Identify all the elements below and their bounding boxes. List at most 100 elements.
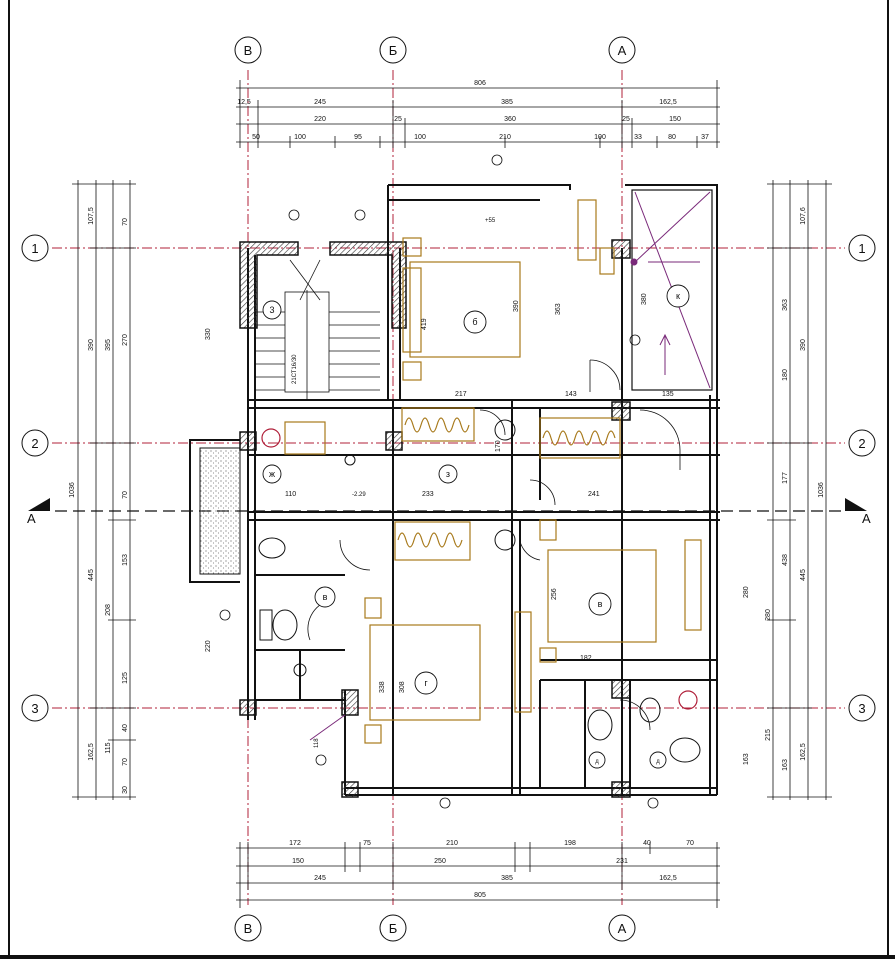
dim-top-r3-4: 210 <box>499 134 511 141</box>
room-b: б <box>472 317 477 327</box>
lbl-170: 170 <box>495 440 502 452</box>
room-circles <box>262 284 690 769</box>
room-zh: ж <box>269 469 275 479</box>
axis-label-a-bottom: А <box>618 921 627 936</box>
dim-left-r2-9: 70 <box>122 758 129 766</box>
lbl-419: 419 <box>421 318 428 330</box>
dim-right-r2-0: 363 <box>782 299 789 311</box>
room-labels: 3 б к ж з в в г д д <box>269 291 680 765</box>
dim-right-r2-5: 215 <box>765 729 772 741</box>
dim-bot-r2-1: 250 <box>434 858 446 865</box>
lbl-163: 163 <box>743 753 750 765</box>
room-d: д <box>595 759 599 765</box>
dim-right-r1-2: 445 <box>800 569 807 581</box>
top-dimension-lines <box>236 80 720 148</box>
dim-top-r3-2: 95 <box>354 134 362 141</box>
dim-left-r1-0: 107,5 <box>88 207 95 225</box>
left-dimension-lines <box>72 180 136 800</box>
axis-bubbles <box>21 36 876 942</box>
dim-right-r1-1: 390 <box>800 339 807 351</box>
dim-left-r2-4: 153 <box>122 554 129 566</box>
level-circles <box>219 154 659 809</box>
dim-bot-total: 805 <box>474 892 486 899</box>
axis-label-2-left: 2 <box>31 436 38 451</box>
lbl-390: 390 <box>513 300 520 312</box>
dim-right-r2-2: 177 <box>782 472 789 484</box>
axis-label-v-top: В <box>244 43 253 58</box>
dim-right-r1-3: 162,5 <box>800 743 807 761</box>
room-v2: в <box>598 599 603 609</box>
stair-label: 21СТ16/30 <box>292 354 298 384</box>
dim-bot-r1-2: 210 <box>446 840 458 847</box>
room-stair: 3 <box>269 305 274 315</box>
dim-left-r2-7: 40 <box>122 724 129 732</box>
dim-left-r1-3: 162,5 <box>88 743 95 761</box>
dim-left-r2-2: 395 <box>105 339 112 351</box>
room-k: к <box>676 291 680 301</box>
walls <box>189 184 720 796</box>
bottom-dimension-lines <box>236 842 720 908</box>
dim-top-r2-4: 150 <box>669 116 681 123</box>
dim-right-r1-0: 107,6 <box>800 207 807 225</box>
dim-top-r3-6: 33 <box>634 134 642 141</box>
dim-left-r2-3: 70 <box>122 491 129 499</box>
axis-bubble-labels: В Б А В Б А 1 2 3 1 2 3 <box>31 43 865 936</box>
dim-left-r2-8: 115 <box>105 742 112 753</box>
dim-top-r2-1: 25 <box>394 116 402 123</box>
markers <box>261 428 698 710</box>
dim-top-r2-0: 220 <box>314 116 326 123</box>
dim-top-r3-8: 37 <box>701 134 709 141</box>
door-swings <box>307 359 681 731</box>
top-dimension-texts: 806 12,5 245 385 162,5 220 25 360 25 150… <box>237 80 709 141</box>
axis-label-2-right: 2 <box>858 436 865 451</box>
staircase <box>255 259 380 400</box>
dim-left-r2-1: 270 <box>122 334 129 346</box>
axis-label-3-left: 3 <box>31 701 38 716</box>
dim-top-r3-3: 100 <box>414 134 426 141</box>
right-dimension-lines <box>767 180 832 800</box>
frame-bottom-edge <box>0 955 895 959</box>
lbl-363: 363 <box>555 303 562 315</box>
lbl-217: 217 <box>455 391 467 398</box>
frame-right-edge <box>887 0 889 959</box>
axis-label-b-top: Б <box>389 43 398 58</box>
dim-left-r2-0: 70 <box>122 218 129 226</box>
interior-labels: 21СТ16/30 217 363 380 419 390 233 241 25… <box>205 218 750 765</box>
lbl-182: 182 <box>580 655 592 662</box>
lbl-338: 338 <box>379 681 386 693</box>
dim-right-r2-3: 438 <box>782 554 789 566</box>
dim-bot-r1-5: 70 <box>686 840 694 847</box>
dim-top-r1-3: 162,5 <box>659 99 677 106</box>
room-g: г <box>424 678 428 688</box>
lbl-110: 110 <box>285 491 296 498</box>
dim-top-r2-3: 25 <box>622 116 630 123</box>
dim-bot-r1-1: 75 <box>363 840 371 847</box>
lbl-380: 380 <box>641 293 648 305</box>
right-dimension-texts: 1036 107,6 390 445 162,5 363 180 177 438… <box>765 207 825 771</box>
axis-grid <box>52 70 845 905</box>
furniture <box>284 199 702 744</box>
lbl-118: 118 <box>314 738 320 748</box>
dim-bot-r2-2: 231 <box>616 858 628 865</box>
section-mark-right-label: А <box>862 511 871 526</box>
section-mark-left-label: А <box>27 511 36 526</box>
sanitary-fixtures <box>258 419 701 763</box>
room-v: в <box>323 592 328 602</box>
lbl-level: -2.29 <box>352 492 366 498</box>
dim-left-r2-5: 208 <box>105 604 112 616</box>
lbl-220: 220 <box>205 640 212 652</box>
dim-bot-r3-0: 245 <box>314 875 326 882</box>
axis-label-1-left: 1 <box>31 241 38 256</box>
room-d2: д <box>656 759 660 765</box>
dim-top-r3-7: 80 <box>668 134 676 141</box>
dim-right-r2-4: 280 <box>765 609 772 621</box>
dim-bot-r1-3: 198 <box>564 840 576 847</box>
lbl-233: 233 <box>422 491 434 498</box>
section-mark-right: А <box>845 498 871 526</box>
dim-top-r3-1: 100 <box>294 134 306 141</box>
dim-bot-r3-1: 385 <box>501 875 513 882</box>
axis-label-b-bottom: Б <box>389 921 398 936</box>
dim-left-r2-6: 125 <box>122 672 129 684</box>
dim-top-r1-1: 245 <box>314 99 326 106</box>
